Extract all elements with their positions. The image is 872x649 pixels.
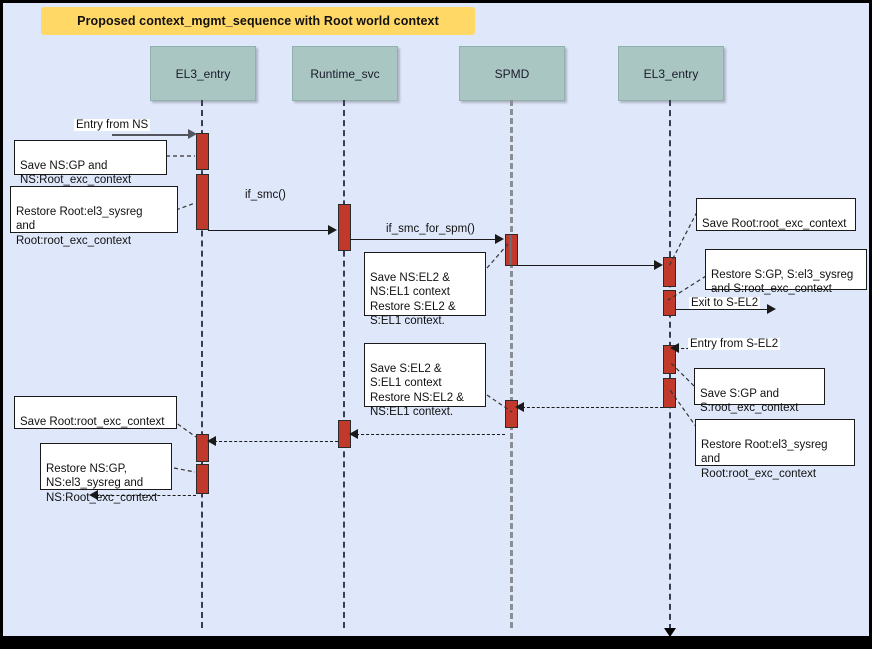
note-save-s-gp: Save S:GP and S:root_exc_context xyxy=(694,368,825,414)
arrowhead-spmd-to-runtime-svc-return-icon xyxy=(349,429,358,439)
activation-spmd-1 xyxy=(505,234,518,266)
note-fold-icon xyxy=(149,141,166,158)
note-text: Save NS:EL2 & NS:EL1 context Restore S:E… xyxy=(370,271,456,328)
message-line-exit-to-s-el2 xyxy=(676,309,769,310)
lifeline-label: EL3_entry xyxy=(643,66,699,81)
arrowhead-entry-from-s-el2-icon xyxy=(670,343,679,353)
activation-el3-right-4 xyxy=(663,378,676,408)
message-line-if-smc-for-spm xyxy=(350,239,496,240)
note-save-root-exc-left: Save Root:root_exc_context xyxy=(14,396,177,429)
note-save-s-el2: Save S:EL2 & S:EL1 context Restore NS:EL… xyxy=(364,343,486,418)
diagram-background xyxy=(3,3,869,636)
note-restore-root-1: Restore Root:el3_sysreg and Root:root_ex… xyxy=(10,186,178,247)
activation-el3-right-2 xyxy=(663,290,676,316)
lifeline-header-el3-entry-left[interactable]: EL3_entry xyxy=(150,46,256,101)
note-text: Restore Root:el3_sysreg and Root:root_ex… xyxy=(701,438,828,480)
arrowhead-runtime-svc-to-el3-return-icon xyxy=(207,436,216,446)
note-save-ns-gp: Save NS:GP and NS:Root_exc_context xyxy=(14,140,167,186)
activation-el3-right-1 xyxy=(663,257,676,287)
arrowhead-if-smc-icon xyxy=(328,225,337,235)
note-text: Save NS:GP and NS:Root_exc_context xyxy=(20,159,132,187)
lifeline-spmd xyxy=(510,100,513,628)
page-title: Proposed context_mgmt_sequence with Root… xyxy=(77,14,439,28)
message-label-if-smc: if_smc() xyxy=(245,189,286,201)
note-text: Save Root:root_exc_context xyxy=(20,415,165,428)
activation-el3-left-2 xyxy=(196,174,209,230)
note-save-root-exc-right: Save Root:root_exc_context xyxy=(696,198,856,231)
lifeline-end-arrow-icon xyxy=(664,628,676,637)
message-line-if-smc xyxy=(208,230,329,231)
note-fold-icon xyxy=(159,397,176,414)
note-fold-icon xyxy=(468,253,485,270)
note-fold-icon xyxy=(160,187,177,204)
activation-el3-left-4 xyxy=(196,464,209,494)
message-line-el3-to-spmd-return xyxy=(522,407,663,408)
message-line-spmd-to-runtime-svc-return xyxy=(356,434,505,435)
message-label-exit-to-s-el2: Exit to S-EL2 xyxy=(689,297,761,309)
message-line-runtime-svc-to-el3-return xyxy=(214,441,338,442)
message-label-if-smc-for-spm: if_smc_for_spm() xyxy=(386,223,475,235)
note-text: Restore S:GP, S:el3_sysreg and S:root_ex… xyxy=(711,268,854,296)
diagram-title-banner: Proposed context_mgmt_sequence with Root… xyxy=(41,7,475,35)
lifeline-runtime-svc xyxy=(343,100,345,628)
lifeline-label: EL3_entry xyxy=(175,66,231,81)
lifeline-label: Runtime_svc xyxy=(310,66,380,81)
note-fold-icon xyxy=(807,369,824,386)
arrowhead-exit-to-s-el2-icon xyxy=(767,304,776,314)
note-text: Restore Root:el3_sysreg and Root:root_ex… xyxy=(16,205,143,247)
lifeline-el3-entry-left xyxy=(201,100,203,628)
note-text: Save S:EL2 & S:EL1 context Restore NS:EL… xyxy=(370,362,464,419)
lifeline-header-runtime-svc[interactable]: Runtime_svc xyxy=(292,46,398,101)
arrowhead-el3-exit-return-icon xyxy=(89,490,98,500)
arrowhead-el3-to-spmd-return-icon xyxy=(515,402,524,412)
note-text: Save S:GP and S:root_exc_context xyxy=(700,387,799,415)
note-restore-s-gp: Restore S:GP, S:el3_sysreg and S:root_ex… xyxy=(705,249,867,295)
note-restore-root-2: Restore Root:el3_sysreg and Root:root_ex… xyxy=(695,419,855,480)
note-fold-icon xyxy=(468,344,485,361)
activation-el3-left-3 xyxy=(196,434,209,462)
note-fold-icon xyxy=(838,199,855,216)
message-line-spmd-to-el3 xyxy=(517,265,655,266)
arrowhead-spmd-to-el3-icon xyxy=(654,260,663,270)
lifeline-header-spmd[interactable]: SPMD xyxy=(459,46,565,101)
lifeline-header-el3-entry-right[interactable]: EL3_entry xyxy=(618,46,724,101)
activation-el3-left-1 xyxy=(196,133,209,170)
note-fold-icon xyxy=(154,444,171,461)
lifeline-label: SPMD xyxy=(494,66,530,81)
note-save-ns-el2: Save NS:EL2 & NS:EL1 context Restore S:E… xyxy=(364,252,486,327)
note-fold-icon xyxy=(849,250,866,267)
arrowhead-if-smc-for-spm-icon xyxy=(495,234,504,244)
message-label-entry-from-ns: Entry from NS xyxy=(74,119,151,131)
message-label-entry-from-s-el2: Entry from S-EL2 xyxy=(688,338,781,350)
arrowhead-entry-from-ns-icon xyxy=(188,129,197,139)
note-fold-icon xyxy=(837,420,854,437)
note-restore-ns-gp: Restore NS:GP, NS:el3_sysreg and NS:Root… xyxy=(40,443,172,504)
message-line-el3-exit-return xyxy=(96,495,196,496)
note-text: Restore NS:GP, NS:el3_sysreg and NS:Root… xyxy=(46,462,158,504)
note-text: Save Root:root_exc_context xyxy=(702,217,847,230)
message-line-entry-from-ns xyxy=(112,134,190,136)
activation-runtime-svc-1 xyxy=(338,204,351,251)
